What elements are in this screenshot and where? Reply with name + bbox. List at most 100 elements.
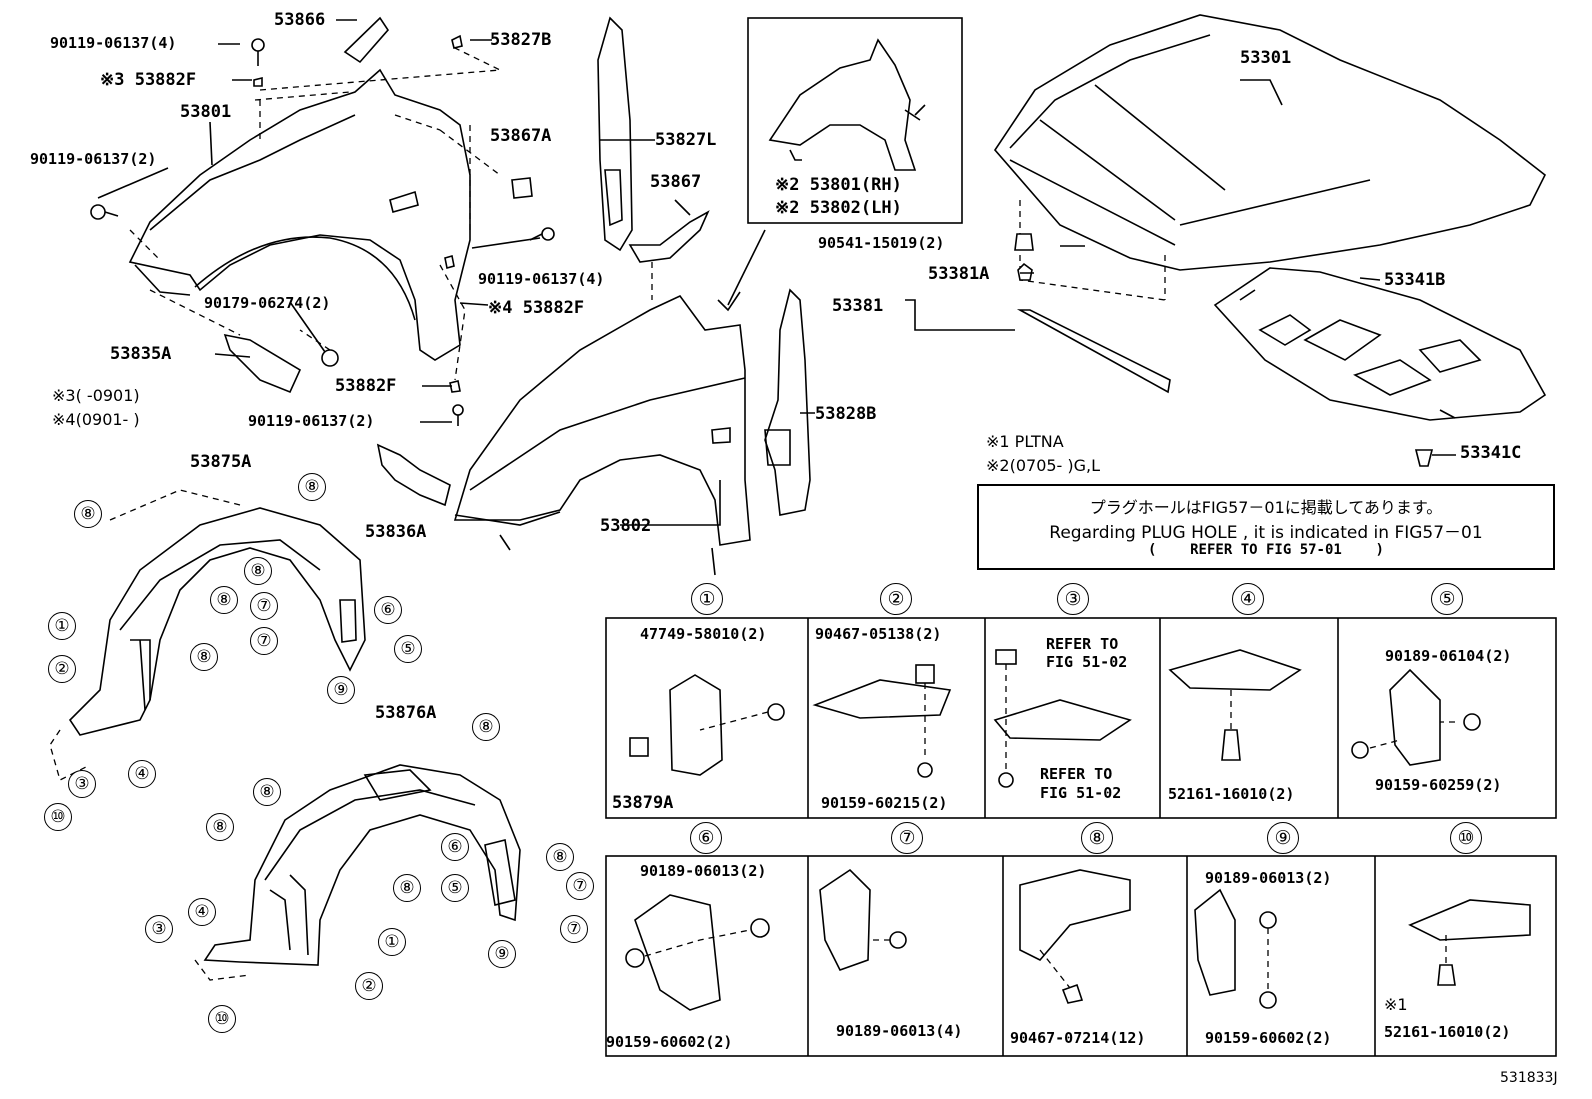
label-53835A: 53835A [110, 344, 172, 364]
shield-53828B-drawing [764, 288, 811, 516]
callout-3: ③ [145, 915, 173, 943]
label-bolt-right: 90119-06137(4) [478, 270, 605, 288]
label-bolt-left: 90119-06137(2) [30, 150, 157, 168]
cell5-part-b: 90159-60259(2) [1375, 776, 1502, 794]
callout-5: ⑤ [394, 635, 422, 663]
label-53381: 53381 [832, 296, 884, 316]
label-53828B: 53828B [815, 404, 877, 424]
grid-header-7: ⑦ [891, 822, 923, 854]
callout-4: ④ [188, 898, 216, 926]
callout-8: ⑧ [190, 643, 218, 671]
grid-header-8: ⑧ [1081, 822, 1113, 854]
cell6-part-a: 90189-06013(2) [640, 862, 767, 880]
plug-hole-jp: プラグホールはFIG57－01に掲載してあります。 [1089, 498, 1443, 517]
label-53876A: 53876A [375, 703, 437, 723]
label-53827B: 53827B [490, 30, 552, 50]
label-inset-rh: ※2 53801(RH) [775, 175, 902, 195]
liner-53876A-drawing [194, 764, 521, 981]
splash-shields-drawing [597, 16, 710, 300]
grid-header-6: ⑥ [690, 822, 722, 854]
grid-header-4: ④ [1232, 583, 1264, 615]
cell1-part-a: 47749-58010(2) [640, 625, 767, 643]
callout-1: ① [48, 612, 76, 640]
cell5-part-a: 90189-06104(2) [1385, 647, 1512, 665]
label-bolt-90179: 90179-06274(2) [204, 294, 331, 312]
callout-8: ⑧ [393, 874, 421, 902]
inset-arrow-head [717, 291, 741, 312]
cell8-part-a: 90467-07214(12) [1010, 1029, 1146, 1047]
fender-53802-drawing [453, 294, 751, 576]
cell10-part-b: 52161-16010(2) [1384, 1023, 1511, 1041]
fender-53801-drawing [90, 16, 555, 507]
inset-fender-drawing [768, 38, 926, 171]
cell10-note: ※1 [1384, 995, 1408, 1014]
callout-7: ⑦ [250, 627, 278, 655]
label-53341C: 53341C [1460, 443, 1522, 463]
callout-7: ⑦ [560, 915, 588, 943]
label-bolt-bottom: 90119-06137(2) [248, 412, 375, 430]
callout-8: ⑧ [298, 473, 326, 501]
callout-10: ⑩ [208, 1005, 236, 1033]
note-pltna: ※1 PLTNA [986, 432, 1064, 451]
inset-arrow [727, 229, 766, 306]
inset-frame [747, 17, 963, 224]
insulator-53341B-drawing [1213, 267, 1547, 421]
cell3-ref-b1: REFER TO [1040, 765, 1113, 783]
callout-7: ⑦ [250, 592, 278, 620]
label-53827L: 53827L [655, 130, 717, 150]
callout-2: ② [355, 972, 383, 1000]
label-53341B: 53341B [1384, 270, 1446, 290]
label-53882F-note4: ※4 53882F [488, 298, 585, 318]
label-53882F: 53882F [335, 376, 397, 396]
cell7-part-a: 90189-06013(4) [836, 1022, 963, 1040]
callout-8: ⑧ [253, 778, 281, 806]
label-90541: 90541-15019(2) [818, 234, 945, 252]
cell2-part-b: 90159-60215(2) [821, 794, 948, 812]
label-bolt-top: 90119-06137(4) [50, 34, 177, 52]
seal-53381-drawing [1016, 309, 1171, 394]
note-3: ※3( -0901) [52, 386, 140, 405]
clip-53341C-drawing [1414, 449, 1434, 467]
grid-header-2: ② [880, 583, 912, 615]
callout-5: ⑤ [441, 874, 469, 902]
plug-hole-ref: ( REFER TO FIG 57-01 ) [1147, 542, 1384, 558]
cell9-part-b: 90159-60602(2) [1205, 1029, 1332, 1047]
grid-header-1: ① [691, 583, 723, 615]
label-53867: 53867 [650, 172, 702, 192]
label-53801: 53801 [180, 102, 232, 122]
callout-2: ② [48, 655, 76, 683]
callout-6: ⑥ [374, 596, 402, 624]
cell3-ref-a2: FIG 51-02 [1046, 653, 1128, 671]
label-53381A: 53381A [928, 264, 990, 284]
label-53866: 53866 [274, 10, 326, 30]
plug-hole-en: Regarding PLUG HOLE , it is indicated in… [1049, 523, 1483, 543]
callout-8: ⑧ [472, 713, 500, 741]
fastener-cell-sketches [625, 649, 1531, 1011]
note-4: ※4(0901- ) [52, 410, 140, 429]
cell1-part-b: 53879A [612, 793, 674, 813]
label-53867A: 53867A [490, 126, 552, 146]
callout-8: ⑧ [206, 813, 234, 841]
grid-header-3: ③ [1057, 583, 1089, 615]
callout-1: ① [378, 928, 406, 956]
hood-53301-drawing [993, 14, 1547, 301]
callout-8: ⑧ [244, 557, 272, 585]
label-53802: 53802 [600, 516, 652, 536]
callout-6: ⑥ [441, 833, 469, 861]
fastener-grid-lines [605, 617, 1557, 1057]
callout-8: ⑧ [546, 843, 574, 871]
cell6-part-b: 90159-60602(2) [606, 1033, 733, 1051]
label-53836A: 53836A [365, 522, 427, 542]
cell4-part-a: 52161-16010(2) [1168, 785, 1295, 803]
label-53301: 53301 [1240, 48, 1292, 68]
cell3-ref-a1: REFER TO [1046, 635, 1119, 653]
figure-id: 531833J [1500, 1070, 1558, 1086]
leader-lines [97, 19, 1456, 526]
callout-8: ⑧ [74, 500, 102, 528]
liner-53875A-drawing [49, 489, 366, 781]
label-53882F-note3: ※3 53882F [100, 70, 197, 90]
grid-header-9: ⑨ [1267, 822, 1299, 854]
callout-10: ⑩ [44, 803, 72, 831]
cell3-ref-b2: FIG 51-02 [1040, 784, 1122, 802]
